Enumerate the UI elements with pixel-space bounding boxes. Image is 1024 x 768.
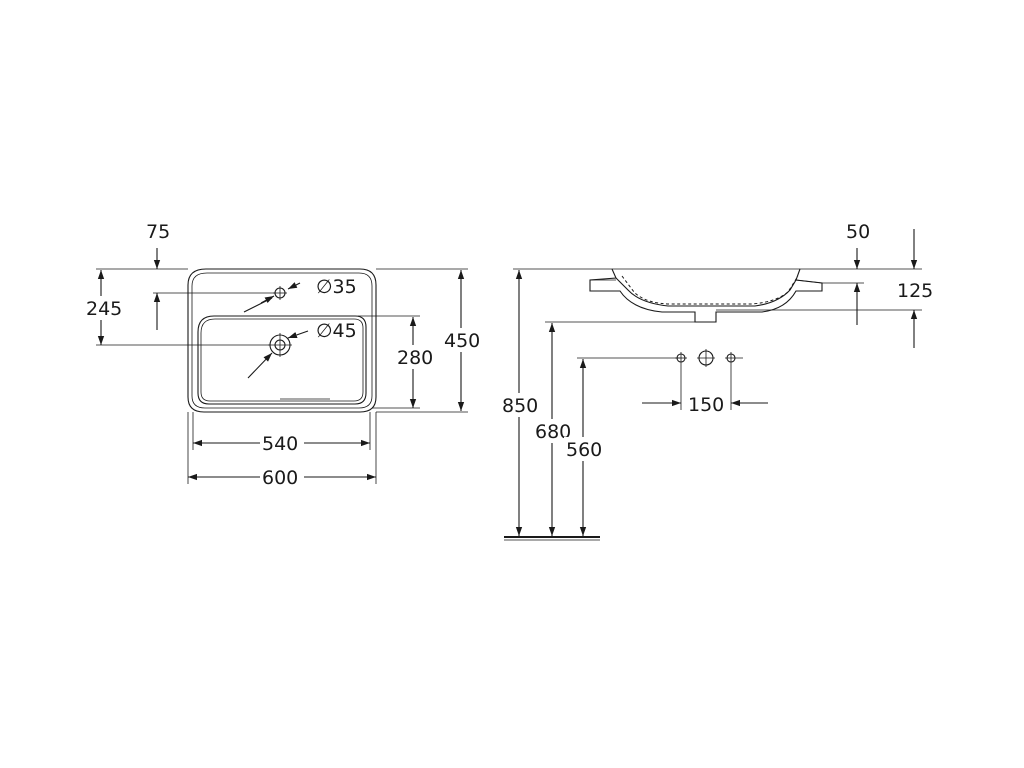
top-view: ∅35 ∅45 75 245 280 450 bbox=[84, 221, 481, 489]
dim-125-label: 125 bbox=[897, 280, 933, 302]
dim-50-label: 50 bbox=[846, 221, 870, 243]
dim-850-label-bg bbox=[500, 393, 540, 417]
dim-75-label: 75 bbox=[146, 221, 170, 243]
basin-section-hidden-line bbox=[621, 275, 799, 305]
dim-560-label: 560 bbox=[566, 439, 602, 461]
dim-680-label: 680 bbox=[535, 421, 571, 443]
basin-rim-outline bbox=[191, 272, 373, 409]
dim-280-label: 280 bbox=[397, 347, 433, 369]
drain-leader-upper bbox=[287, 330, 309, 339]
dim-245-label-bg bbox=[84, 296, 122, 320]
basin-section-profile bbox=[589, 268, 823, 323]
dim-diam35-label: ∅35 bbox=[316, 276, 357, 298]
dim-diam45-label: ∅45 bbox=[316, 320, 357, 342]
dim-450-label: 450 bbox=[444, 330, 480, 352]
dim-540-label-bg bbox=[260, 431, 304, 455]
bowl-inner-outline bbox=[200, 318, 364, 402]
basin-section-inner bbox=[615, 277, 797, 307]
dim-540-label: 540 bbox=[262, 433, 298, 455]
dim-450-label-bg bbox=[443, 328, 481, 352]
dim-245-label: 245 bbox=[86, 298, 122, 320]
tap-hole-leader-upper bbox=[287, 282, 301, 290]
tap-hole-leader-lower bbox=[243, 297, 273, 313]
dim-280-label-bg bbox=[396, 345, 434, 369]
basin-outer-outline bbox=[187, 268, 377, 413]
dim-600-label-bg bbox=[260, 465, 304, 489]
drain-leader-lower bbox=[247, 352, 273, 379]
dim-850-label: 850 bbox=[502, 395, 538, 417]
tap-hole-leader-arrow bbox=[260, 295, 275, 304]
bowl-outline bbox=[197, 315, 367, 405]
dim-600-label: 600 bbox=[262, 467, 298, 489]
side-view: 850 680 560 150 50 bbox=[500, 221, 933, 541]
basin-ledge-right bbox=[795, 279, 823, 284]
dim-150-label: 150 bbox=[688, 394, 724, 416]
dim-560-label-bg bbox=[564, 437, 604, 461]
